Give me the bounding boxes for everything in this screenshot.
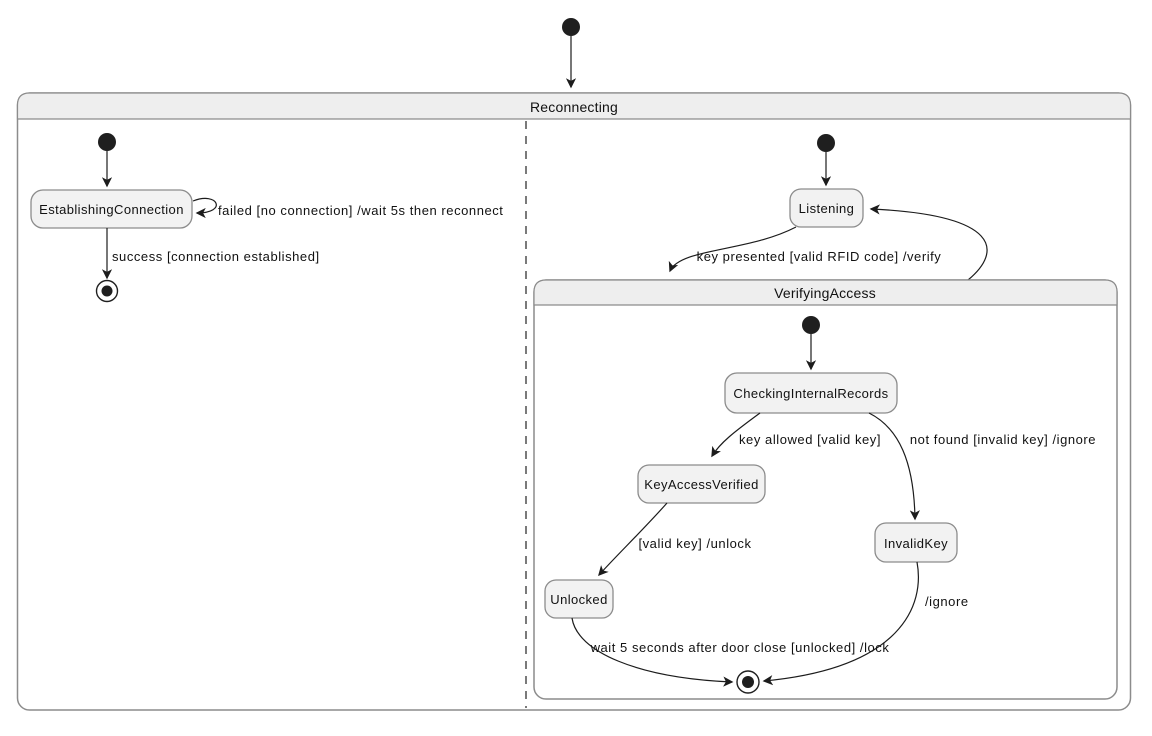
state-key-access-verified [637,464,766,504]
initial-state-dot [817,134,835,152]
transition-failed-label: failed [no connection] /wait 5s then rec… [218,203,503,218]
transition-failed-self-loop [192,197,217,219]
transition-key-presented-label: key presented [valid RFID code] /verify [697,249,942,264]
initial-state-dot [802,316,820,334]
reconnecting-title: Reconnecting [530,99,618,115]
transition-key-allowed-label: key allowed [valid key] [739,432,881,447]
verifying-access-title-bar [533,279,1118,306]
final-state-dot [101,285,113,297]
initial-state-dot [562,18,580,36]
final-state-dot [742,676,754,688]
state-listening [789,188,864,228]
reconnecting-title-bar [16,92,1132,120]
region-left: EstablishingConnection failed [no connec… [30,133,503,303]
state-checking-internal-records-label: CheckingInternalRecords [733,386,888,401]
transition-key-allowed [711,412,761,458]
state-key-access-verified-label: KeyAccessVerified [644,477,758,492]
transition-wait-lock [571,617,734,687]
transition-ignore-label: /ignore [925,594,969,609]
transition-not-found-label: not found [invalid key] /ignore [910,432,1096,447]
transition-verifying-to-listening [869,204,988,281]
initial-state-dot [98,133,116,151]
transition-valid-key-unlock-label: [valid key] /unlock [638,536,751,551]
verifying-access-title: VerifyingAccess [774,285,876,301]
transition-valid-key-unlock [598,502,668,577]
state-establishing-connection-label: EstablishingConnection [39,202,184,217]
transition-success-label: success [connection established] [112,249,320,264]
state-listening-label: Listening [799,201,855,216]
region-right: Listening key presented [valid RFID code… [533,134,1118,700]
state-unlocked-label: Unlocked [550,592,607,607]
transition-not-found [868,412,920,521]
state-unlocked [544,579,614,619]
state-invalid-key [874,522,958,563]
transition-key-presented [668,226,797,273]
transition-wait-lock-label: wait 5 seconds after door close [unlocke… [590,640,890,655]
composite-state-verifying-access: VerifyingAccess CheckingInternalRecords … [533,279,1118,700]
state-checking-internal-records [724,372,898,414]
state-invalid-key-label: InvalidKey [884,536,948,551]
state-establishing-connection [30,189,193,229]
transition-ignore [762,561,919,686]
verifying-access-body [533,279,1118,700]
